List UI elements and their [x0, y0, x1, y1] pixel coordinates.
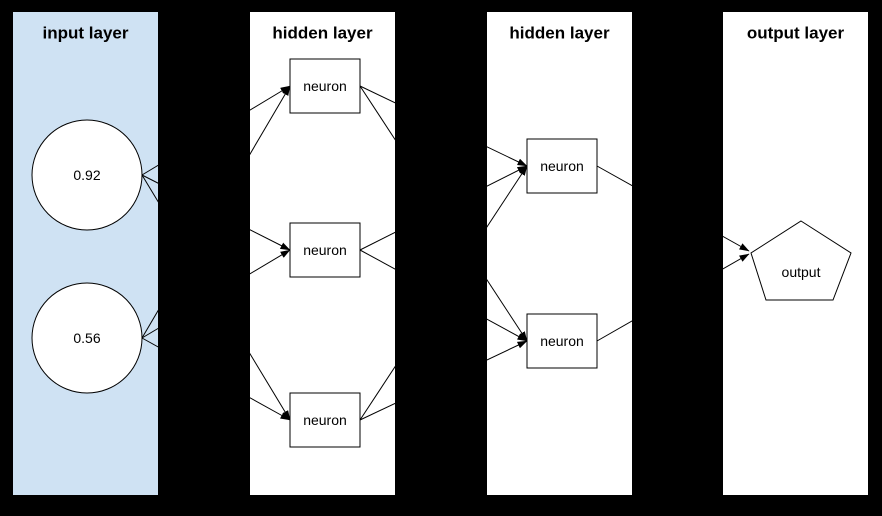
edge-input-2-to-hidden1-neuron-1 [141, 85, 291, 339]
edge-hidden1-neuron-3-to-hidden2-neuron-1 [359, 165, 528, 421]
node-hidden1-neuron-1 [289, 58, 361, 114]
panel-hidden-layer-2 [487, 12, 632, 495]
nodes-layer: 0.92 0.56 neuron neuron neuron neuron neuron ou… [31, 58, 852, 448]
edges-layer [141, 85, 750, 421]
edge-hidden2-neuron-2-to-output [596, 253, 750, 342]
edge-hidden1-neuron-3-to-hidden2-neuron-2 [359, 340, 528, 421]
edge-hidden1-neuron-1-to-hidden2-neuron-1 [359, 85, 528, 167]
edge-hidden1-neuron-2-to-hidden2-neuron-1 [359, 165, 528, 251]
node-hidden1-neuron-2 [289, 222, 361, 278]
node-label-hidden1-neuron-3: neuron [303, 412, 347, 428]
node-label-hidden2-neuron-1: neuron [540, 158, 584, 174]
edge-input-2-to-hidden1-neuron-2 [141, 249, 291, 339]
edge-hidden1-neuron-1-to-hidden2-neuron-2 [359, 85, 528, 342]
edge-input-1-to-hidden1-neuron-3 [141, 174, 291, 421]
node-label-hidden2-neuron-2: neuron [540, 333, 584, 349]
panels-layer: input layer hidden layer hidden layer outpu… [13, 12, 868, 495]
panel-title-hidden-layer-2: hidden layer [509, 24, 610, 43]
edge-hidden1-neuron-2-to-hidden2-neuron-2 [359, 249, 528, 342]
panel-title-output-layer: output layer [747, 24, 845, 43]
node-label-output: output [782, 264, 821, 280]
node-hidden2-neuron-2 [526, 313, 598, 369]
edge-hidden2-neuron-1-to-output [596, 165, 750, 252]
node-label-input-2: 0.56 [73, 330, 100, 346]
node-label-hidden1-neuron-2: neuron [303, 242, 347, 258]
node-hidden2-neuron-1 [526, 138, 598, 194]
panel-title-input-layer: input layer [43, 24, 129, 43]
node-label-input-1: 0.92 [73, 167, 100, 183]
panel-input-layer [13, 12, 158, 495]
node-input-2 [31, 282, 143, 394]
node-hidden1-neuron-3 [289, 392, 361, 448]
node-label-hidden1-neuron-1: neuron [303, 78, 347, 94]
edge-input-2-to-hidden1-neuron-3 [141, 337, 291, 421]
node-output [750, 220, 852, 301]
edge-input-1-to-hidden1-neuron-1 [141, 85, 291, 176]
node-input-1 [31, 119, 143, 231]
panel-title-hidden-layer-1: hidden layer [272, 24, 373, 43]
